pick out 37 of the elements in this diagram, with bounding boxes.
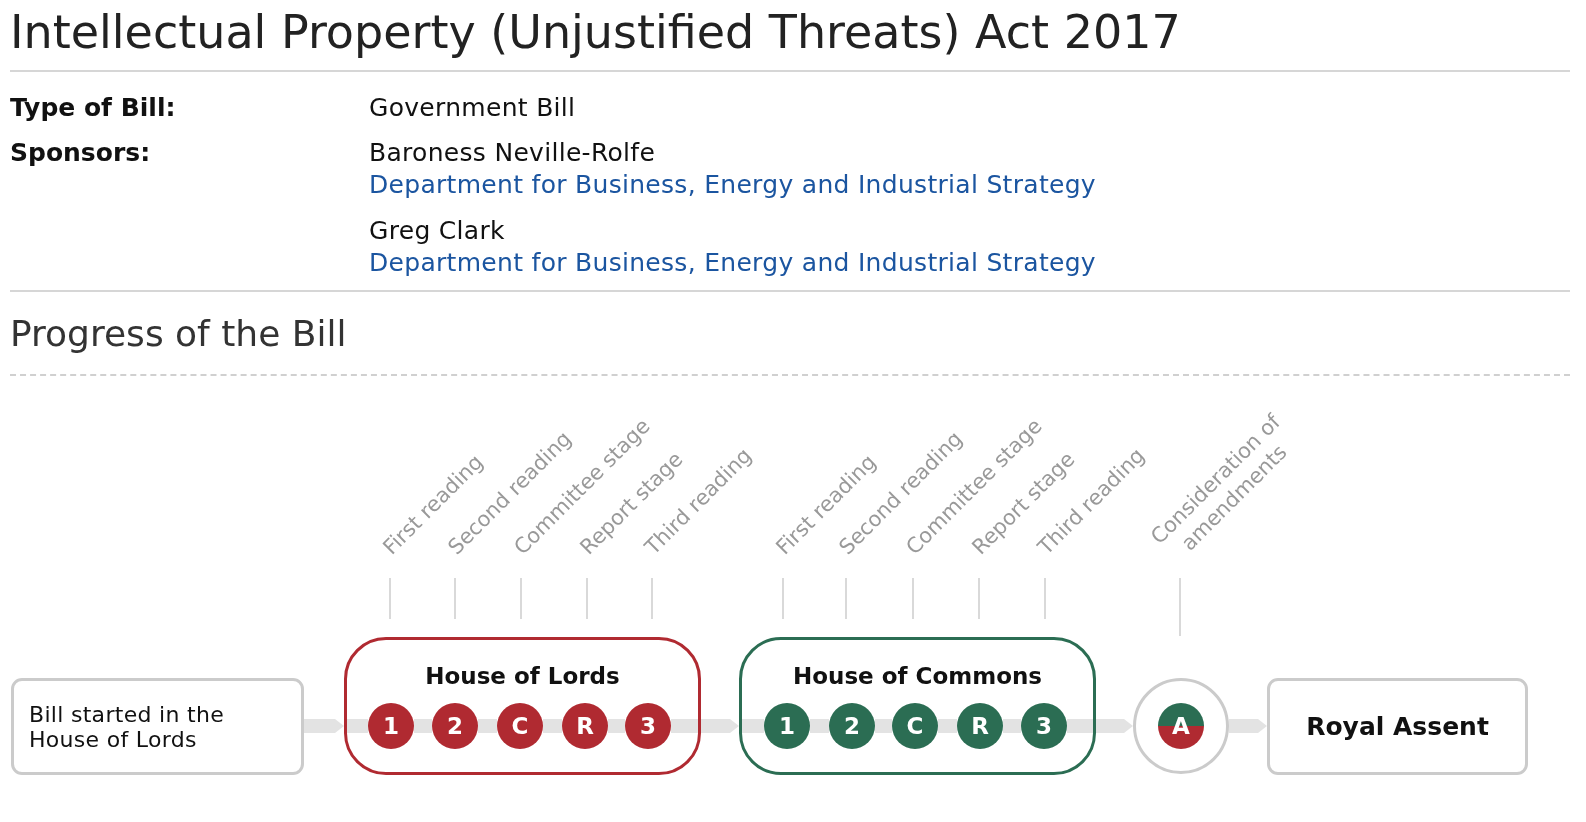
page-title: Intellectual Property (Unjustified Threats) Act 2017 (10, 4, 1181, 60)
arrow (1096, 719, 1133, 733)
connector-line (938, 719, 957, 733)
stage-circle: 1 (368, 703, 414, 749)
field-label: Type of Bill: (10, 93, 176, 123)
connector-line (608, 719, 625, 733)
connector-line (478, 719, 497, 733)
connector-line (875, 719, 892, 733)
stage-circle: 3 (1021, 703, 1067, 749)
field-value: Greg Clark (369, 216, 505, 246)
connector-line (543, 719, 562, 733)
connector-line (1003, 719, 1021, 733)
house-heading: House of Lords (424, 662, 621, 690)
stage-circle: 2 (432, 703, 478, 749)
stage-circle: C (497, 703, 543, 749)
house-heading: House of Commons (792, 662, 1043, 690)
connector-line (810, 719, 829, 733)
section-heading: Progress of the Bill (10, 312, 347, 356)
house-panel (739, 637, 1096, 775)
house-panel (344, 637, 701, 775)
stage-circle: 2 (829, 703, 875, 749)
field-value: Baroness Neville-Rolfe (369, 138, 656, 168)
department-link: Department for Business, Energy and Industrial Strategy (369, 170, 1096, 200)
stage-circle: R (957, 703, 1003, 749)
start-box: Bill started in the House of Lords (11, 678, 304, 775)
arrow (701, 719, 739, 733)
field-value: Government Bill (369, 93, 576, 123)
department-link: Department for Business, Energy and Industrial Strategy (369, 248, 1096, 278)
arrow (1229, 719, 1267, 733)
stage-circle: C (892, 703, 938, 749)
stage-circle: 3 (625, 703, 671, 749)
stage-circle: R (562, 703, 608, 749)
end-box: Royal Assent (1267, 678, 1528, 775)
stage-circle: 1 (764, 703, 810, 749)
connector-line (414, 719, 432, 733)
arrow (304, 719, 344, 733)
field-label: Sponsors: (10, 138, 151, 168)
